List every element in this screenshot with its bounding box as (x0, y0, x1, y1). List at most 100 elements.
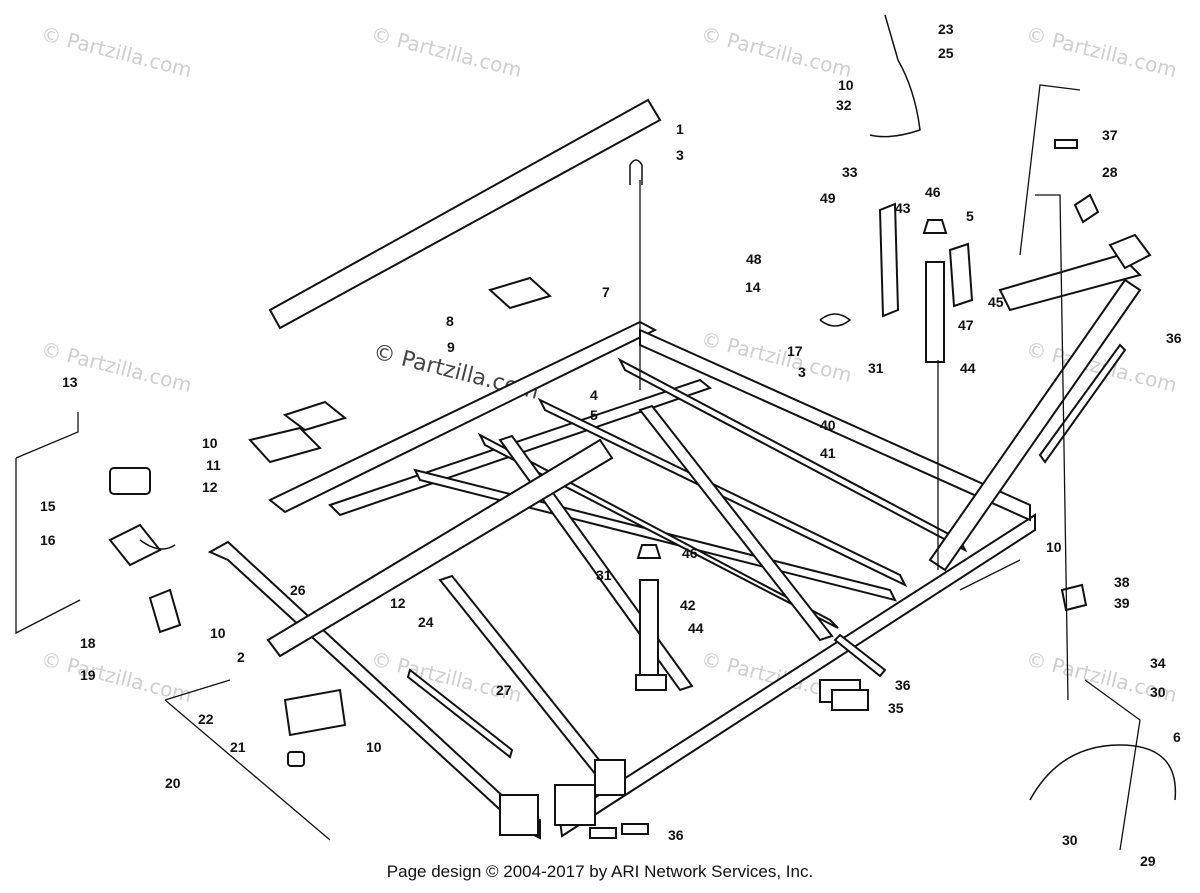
callout-34: 34 (1150, 655, 1166, 671)
callout-40: 40 (820, 417, 836, 433)
callout-10: 10 (838, 77, 854, 93)
callout-30: 30 (1150, 684, 1166, 700)
light-lens (287, 751, 305, 767)
u-bolt (629, 159, 643, 185)
callout-12: 12 (202, 479, 218, 495)
callout-3: 3 (798, 364, 806, 380)
decal-plate (1054, 139, 1078, 149)
callout-32: 32 (836, 97, 852, 113)
callout-5: 5 (966, 208, 974, 224)
callout-9: 9 (447, 339, 455, 355)
watermark: © Partzilla.com (699, 22, 855, 83)
callout-31: 31 (868, 360, 884, 376)
reflector-strip (1038, 343, 1127, 464)
callout-43: 43 (895, 200, 911, 216)
callout-39: 39 (1114, 595, 1130, 611)
safety-chain (1029, 744, 1177, 801)
loose-parts (108, 14, 1177, 839)
callout-28: 28 (1102, 164, 1118, 180)
callout-10: 10 (366, 739, 382, 755)
trailer-frame (207, 233, 1152, 840)
jack-post (925, 261, 945, 363)
leader-lines (15, 84, 1141, 851)
callout-4: 4 (590, 387, 598, 403)
callout-45: 45 (988, 294, 1004, 310)
page-footer: Page design © 2004-2017 by ARI Network S… (386, 862, 814, 881)
frame-front-rail (558, 513, 1036, 838)
callout-19: 19 (80, 667, 96, 683)
pad (248, 426, 322, 464)
cross-member-4 (537, 397, 908, 588)
callout-26: 26 (290, 582, 306, 598)
deck-member-c (638, 404, 834, 642)
callout-2: 2 (237, 649, 245, 665)
callout-15: 15 (40, 498, 56, 514)
tail-light-wire (139, 539, 176, 550)
callout-1: 1 (676, 121, 684, 137)
callout-10: 10 (210, 625, 226, 641)
tail-light-bracket (108, 523, 162, 567)
callout-21: 21 (230, 739, 246, 755)
callout-24: 24 (418, 614, 434, 630)
tongue-bracket (1060, 583, 1088, 612)
callout-5: 5 (590, 407, 598, 423)
callout-41: 41 (820, 445, 836, 461)
watermark: © Partzilla.com (369, 22, 525, 83)
callout-36: 36 (668, 827, 684, 843)
callout-10: 10 (202, 435, 218, 451)
callout-44: 44 (688, 620, 704, 636)
jack-cap (922, 219, 948, 234)
frame-rear-rail (268, 320, 658, 514)
frame-left-rail (207, 540, 541, 840)
callout-11: 11 (206, 457, 221, 473)
callout-14: 14 (745, 279, 761, 295)
callout-37: 37 (1102, 127, 1118, 143)
callout-20: 20 (165, 775, 181, 791)
frame-corner-block (554, 784, 596, 826)
watermark: © Partzilla.com (1024, 22, 1180, 83)
callout-35: 35 (888, 700, 904, 716)
decal (1073, 193, 1100, 224)
jack-post (639, 579, 659, 681)
callout-27: 27 (496, 682, 512, 698)
bunk-board-lower (266, 438, 614, 658)
callouts: 1 3 7 8 9 4 5 13 10 11 12 15 16 26 18 10… (40, 21, 1182, 869)
callout-3: 3 (676, 147, 684, 163)
frame-block (831, 689, 869, 711)
callout-17: 17 (787, 343, 803, 359)
cross-member-5 (617, 357, 968, 553)
watermark: © Partzilla.com (39, 22, 195, 83)
callout-46: 46 (682, 545, 698, 561)
callout-25: 25 (938, 45, 954, 61)
clamp (819, 313, 852, 327)
callout-48: 48 (746, 251, 762, 267)
callout-23: 23 (938, 21, 954, 37)
bunk-board (268, 98, 662, 330)
mounting-plate (148, 588, 182, 634)
callout-36: 36 (895, 677, 911, 693)
reflector-pad (621, 823, 649, 835)
callout-36: 36 (1166, 330, 1182, 346)
callout-22: 22 (198, 711, 214, 727)
jack-cap (636, 544, 662, 559)
callout-42: 42 (680, 597, 696, 613)
callout-46: 46 (925, 184, 941, 200)
callout-29: 29 (1140, 853, 1156, 869)
frame-corner-block (594, 759, 626, 796)
frame-tongue (928, 278, 1142, 572)
pad (488, 276, 552, 310)
callout-18: 18 (80, 635, 96, 651)
callout-10: 10 (1046, 539, 1062, 555)
callout-49: 49 (820, 190, 836, 206)
jack-plate (948, 242, 974, 308)
callout-8: 8 (446, 313, 454, 329)
license-light (283, 688, 347, 737)
callout-47: 47 (958, 317, 974, 333)
frame-tongue-brace (998, 253, 1142, 312)
tail-light (109, 467, 151, 495)
callout-38: 38 (1114, 574, 1130, 590)
callout-7: 7 (602, 284, 610, 300)
callout-16: 16 (40, 532, 56, 548)
callout-30: 30 (1062, 832, 1078, 848)
